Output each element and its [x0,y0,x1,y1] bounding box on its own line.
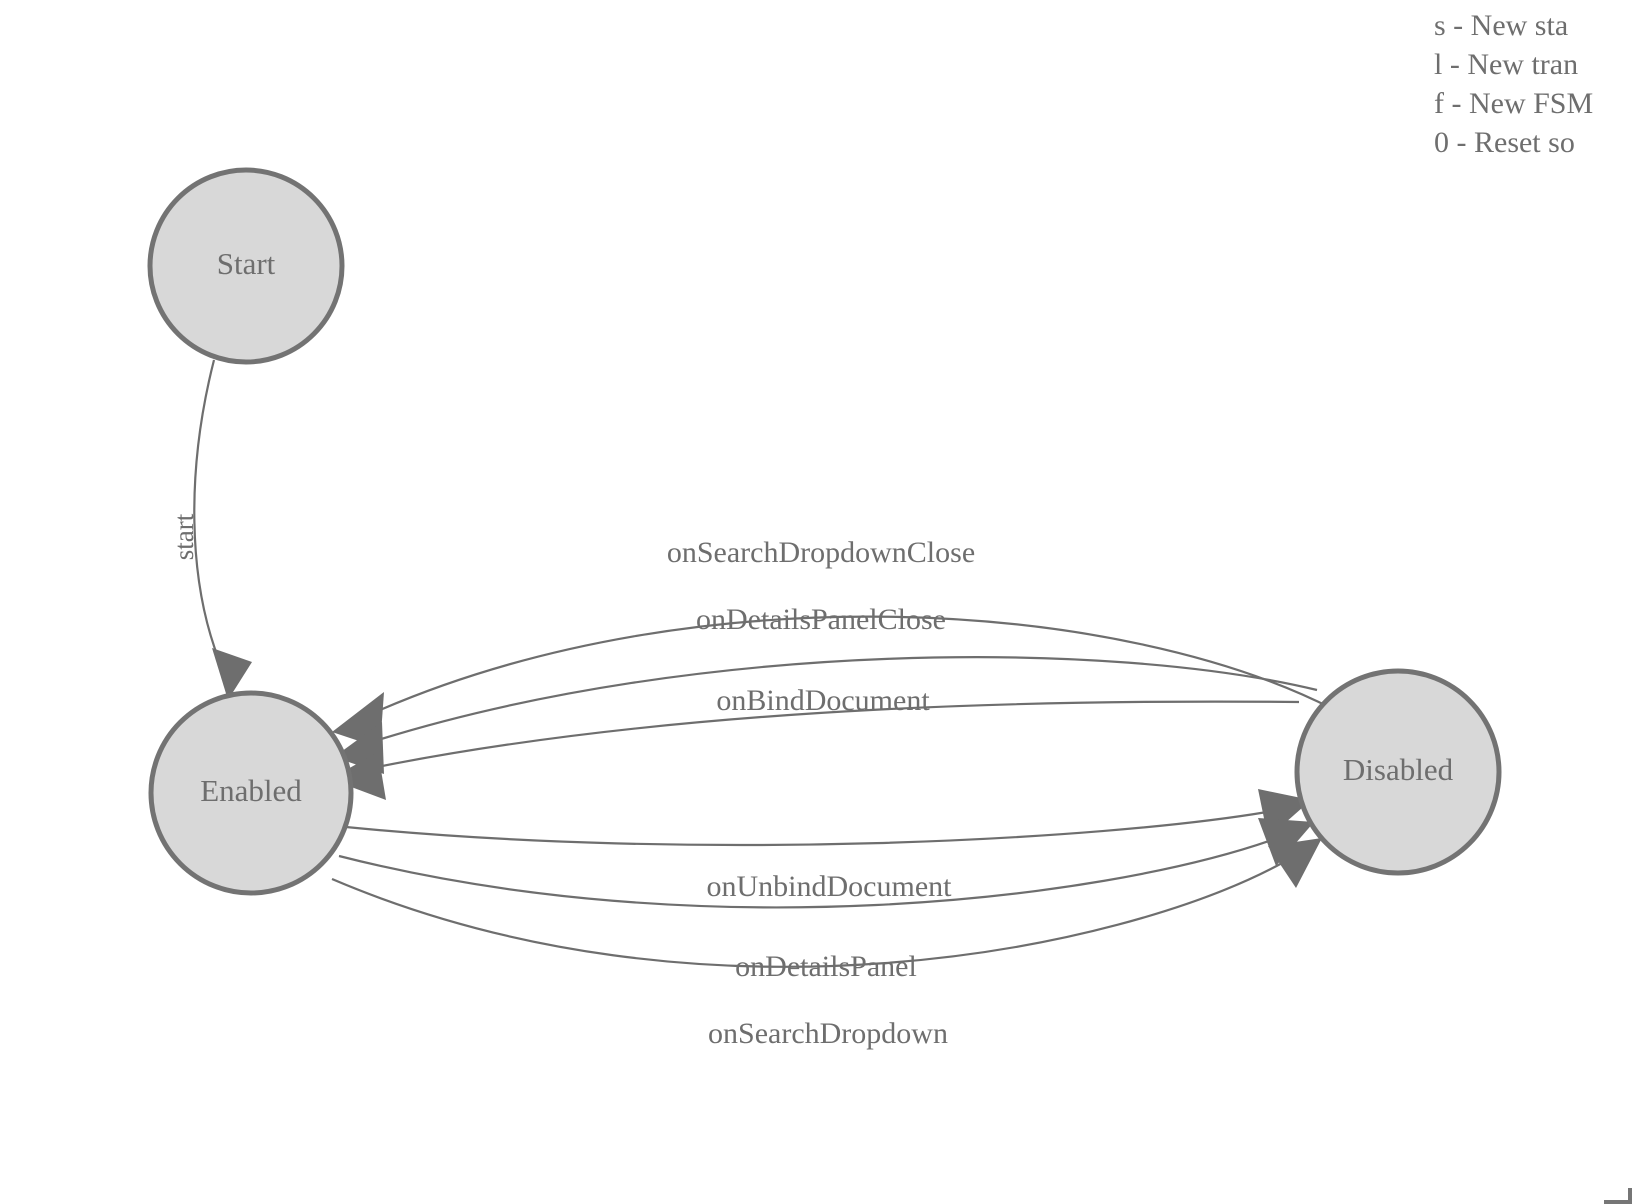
node-enabled[interactable]: Enabled [148,690,354,896]
node-disabled-label: Disabled [1343,752,1454,787]
edge-on-details-panel-arrowhead [1258,818,1314,866]
edge-on-search-dropdown-label: onSearchDropdown [708,1017,948,1050]
node-start-circle[interactable] [147,167,345,365]
edge-on-bind-document-arrowhead [330,752,386,800]
node-disabled-circle[interactable] [1294,668,1502,876]
edge-on-bind-document[interactable]: onBindDocument [330,684,1300,800]
edge-on-search-dropdown-close-label: onSearchDropdownClose [667,536,975,569]
edge-on-search-dropdown-close-path[interactable] [379,615,1334,712]
edge-on-bind-document-label: onBindDocument [716,684,930,717]
node-disabled[interactable]: Disabled [1294,668,1502,876]
edge-start[interactable]: start [169,359,252,700]
edge-on-unbind-document[interactable]: onUnbindDocument [345,789,1311,903]
edge-on-unbind-document-path[interactable] [345,810,1268,847]
edge-on-search-dropdown[interactable]: onSearchDropdown [331,838,1322,1050]
legend-line-new-fsm: f - New FSM [1434,87,1594,120]
resize-corner-handle[interactable] [1604,1188,1632,1204]
node-enabled-circle[interactable] [148,690,354,896]
edge-on-search-dropdown-arrowhead [1268,838,1322,888]
node-enabled-label: Enabled [200,773,302,808]
legend-line-new-state: s - New sta [1434,9,1569,42]
legend-line-new-transition: l - New tran [1434,48,1579,81]
edge-on-unbind-document-label: onUnbindDocument [707,870,953,903]
edge-on-details-panel-close-label: onDetailsPanelClose [696,603,946,636]
edge-start-arrowhead [212,648,252,700]
node-start-label: Start [217,246,276,281]
edge-on-search-dropdown-path[interactable] [331,861,1285,968]
legend-line-reset: 0 - Reset so [1434,126,1575,159]
edge-start-path[interactable] [193,359,221,661]
nodes-layer: Start Enabled Disabled [147,167,1502,896]
edges-layer: start onSearchDropdownClose onDetailsPan… [169,359,1334,1050]
edge-start-label: start [169,513,199,560]
edge-on-details-panel-path[interactable] [338,838,1273,909]
edge-on-details-panel-close-path[interactable] [377,656,1318,742]
shortcut-legend: s - New sta l - New tran f - New FSM 0 -… [1426,0,1632,162]
node-start[interactable]: Start [147,167,345,365]
edge-on-bind-document-path[interactable] [371,700,1300,770]
